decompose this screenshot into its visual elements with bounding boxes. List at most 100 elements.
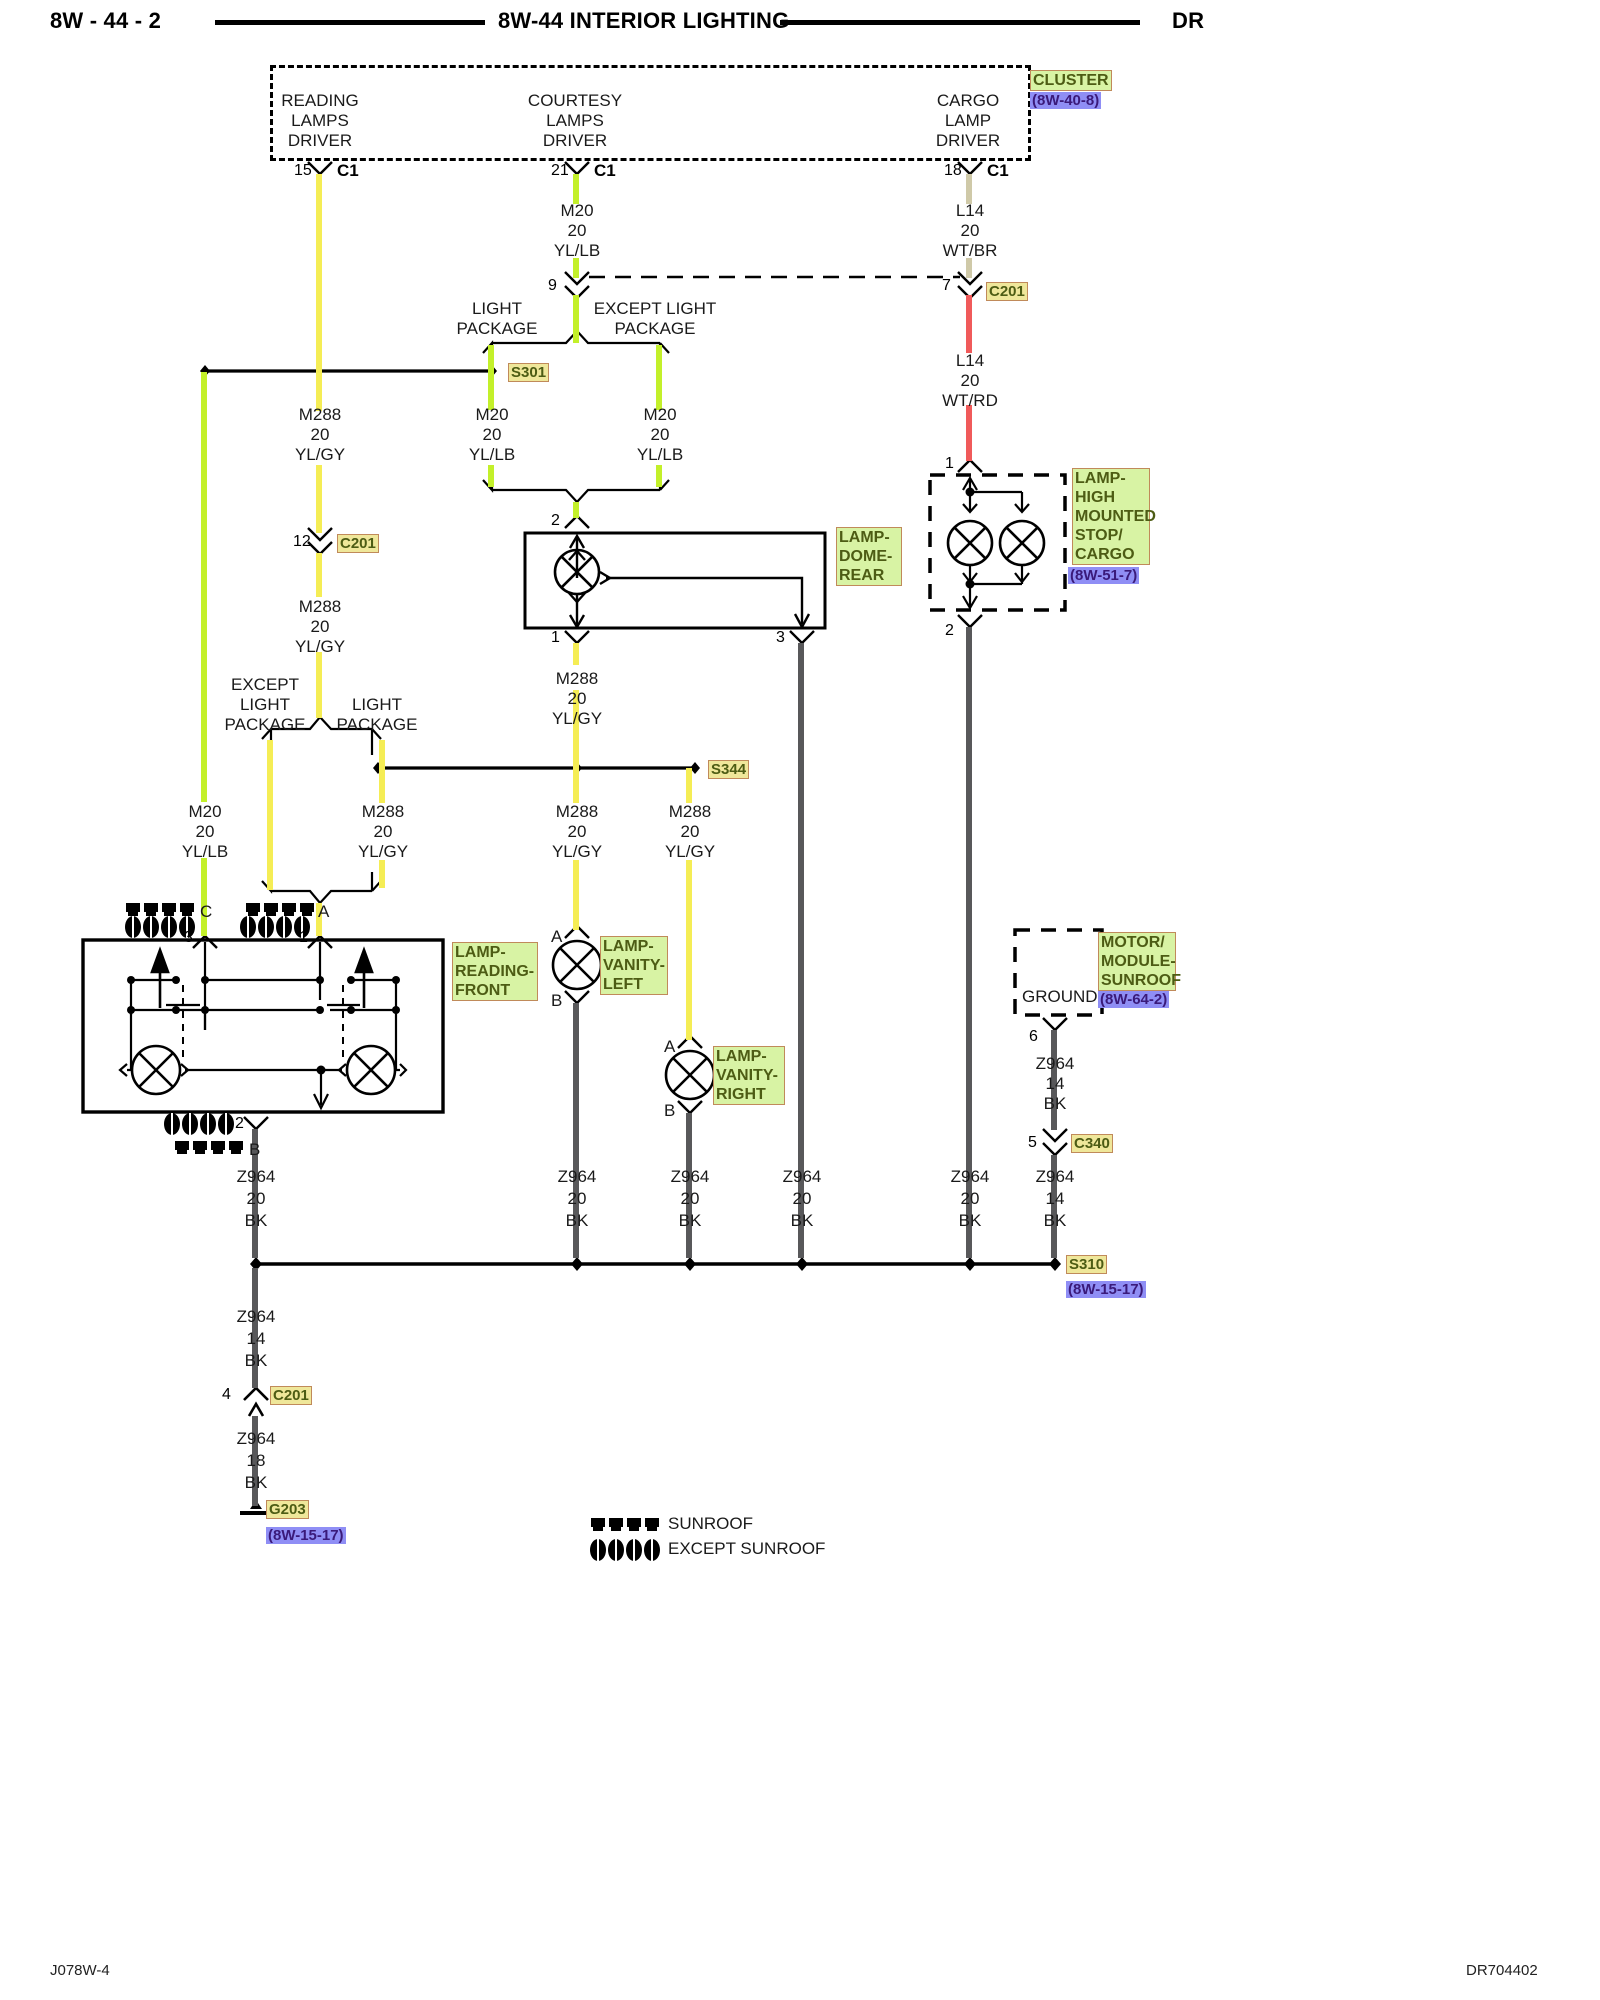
wire-vanr-top bbox=[686, 768, 692, 803]
wire-l14-seg1 bbox=[966, 174, 972, 204]
reading-except-pkg-3: PACKAGE bbox=[224, 715, 306, 734]
connector-c340-tag: C340 bbox=[1071, 1134, 1113, 1153]
wire-m20-seg2 bbox=[573, 258, 579, 278]
wire-gauge-m288-reading: 20 bbox=[373, 822, 393, 841]
wire-m20-seg1 bbox=[573, 174, 579, 204]
header-rule-left bbox=[215, 20, 485, 25]
splice-s310-tag: S310 bbox=[1066, 1255, 1108, 1274]
wire-color-m288-1: YL/GY bbox=[294, 445, 346, 464]
courtesy-lamps-driver-line-2: LAMPS bbox=[546, 111, 604, 130]
light-package-label-1: LIGHT bbox=[471, 299, 523, 318]
wire-id-gread: Z964 bbox=[236, 1167, 276, 1186]
reading-lamps-driver-line-2: LAMPS bbox=[291, 111, 349, 130]
wire-gauge-m20-top: 20 bbox=[567, 221, 587, 240]
wire-color-m20-top: YL/LB bbox=[553, 241, 601, 260]
wire-reading-m288-top bbox=[379, 740, 385, 768]
pin-dome-1: 1 bbox=[551, 629, 560, 646]
ground-g203-ref: (8W-15-17) bbox=[266, 1527, 346, 1544]
wire-m20-left-seg2 bbox=[201, 858, 207, 936]
pin-reading-1: 1 bbox=[299, 929, 308, 946]
reading-lamps-driver-line-3: DRIVER bbox=[287, 131, 353, 150]
wire-gauge-gread: 20 bbox=[246, 1189, 266, 1208]
wire-dome-pin2 bbox=[573, 502, 579, 518]
pin-7: 7 bbox=[942, 277, 951, 294]
wire-reading-pin1 bbox=[316, 903, 322, 936]
wire-exceptpkg-up bbox=[656, 345, 662, 410]
pin-dome-2: 2 bbox=[551, 512, 560, 529]
wire-color-gsun: BK bbox=[1043, 1094, 1067, 1113]
connector-c201-cargo-tag: C201 bbox=[986, 282, 1028, 301]
pin-c340-5: 5 bbox=[1028, 1134, 1037, 1151]
wire-gauge-m20-s301: 20 bbox=[482, 425, 502, 444]
wire-id-m20-top: M20 bbox=[560, 201, 594, 220]
cavity-icons-a bbox=[240, 903, 314, 938]
pin-vanr-b: B bbox=[664, 1101, 676, 1120]
wire-color-gdome: BK bbox=[790, 1211, 814, 1230]
pin-vanl-a: A bbox=[551, 927, 563, 946]
wire-gauge-gvanl: 20 bbox=[567, 1189, 587, 1208]
wire-m288-seg1b bbox=[316, 371, 322, 411]
pin-12: 12 bbox=[293, 533, 311, 550]
wire-m288-seg3 bbox=[316, 553, 322, 597]
motor-module-sunroof-tag: MOTOR/ MODULE- SUNROOF bbox=[1098, 932, 1181, 991]
courtesy-lamps-driver-line-1: COURTESY bbox=[527, 91, 623, 110]
cavity-letter-c: C bbox=[200, 902, 213, 921]
wire-id-gsun: Z964 bbox=[1035, 1054, 1075, 1073]
wire-l14-seg4 bbox=[966, 405, 972, 461]
except-light-package-label-1: EXCEPT LIGHT bbox=[593, 299, 717, 318]
reading-except-pkg-2: LIGHT bbox=[239, 695, 291, 714]
light-package-label-2: PACKAGE bbox=[456, 319, 538, 338]
lamp-dome-rear-tag: LAMP- DOME- REAR bbox=[836, 527, 902, 586]
wire-id-m288-1: M288 bbox=[298, 405, 342, 424]
cargo-lamp-driver-line-2: LAMP bbox=[944, 111, 992, 130]
wire-color-m288-2: YL/GY bbox=[294, 637, 346, 656]
lamp-vanity-left-tag: LAMP- VANITY- LEFT bbox=[600, 936, 668, 995]
wire-id-m20-s301: M20 bbox=[475, 405, 509, 424]
pin-21: 21 bbox=[551, 162, 569, 179]
pin-vanr-a: A bbox=[664, 1037, 676, 1056]
wire-m288-seg1 bbox=[316, 174, 322, 374]
pin-vanl-b: B bbox=[551, 991, 563, 1010]
reading-light-pkg-1: LIGHT bbox=[351, 695, 403, 714]
wire-id-m288-vanl: M288 bbox=[555, 802, 599, 821]
wire-gauge-gmain2: 18 bbox=[246, 1451, 266, 1470]
wire-color-l14-bot: WT/RD bbox=[942, 391, 998, 410]
wire-reading-m288-mid bbox=[379, 768, 385, 803]
cluster-outline bbox=[270, 65, 1031, 161]
wire-id-m288-2: M288 bbox=[298, 597, 342, 616]
wire-s301-to-brace bbox=[488, 465, 494, 487]
wire-id-gvanl: Z964 bbox=[557, 1167, 597, 1186]
footer-left-code: J078W-4 bbox=[50, 1962, 110, 1979]
wire-gauge-gmain1: 14 bbox=[246, 1329, 266, 1348]
wire-gauge-gsunb: 14 bbox=[1045, 1189, 1065, 1208]
wire-dome-out1 bbox=[573, 643, 579, 665]
wire-gauge-l14-top: 20 bbox=[960, 221, 980, 240]
wire-color-m20-s301: YL/LB bbox=[468, 445, 516, 464]
wire-id-gvanr: Z964 bbox=[670, 1167, 710, 1186]
wire-color-l14-top: WT/BR bbox=[942, 241, 998, 260]
wire-m20-left-seg1 bbox=[201, 372, 207, 802]
wire-id-gsunb: Z964 bbox=[1035, 1167, 1075, 1186]
connector-c201-m288-tag: C201 bbox=[337, 534, 379, 553]
connector-c1-cargo: C1 bbox=[987, 161, 1009, 180]
wire-color-gmain2: BK bbox=[244, 1473, 268, 1492]
wire-color-gvanr: BK bbox=[678, 1211, 702, 1230]
pin-hmsc-2: 2 bbox=[945, 622, 954, 639]
wire-ground-main1 bbox=[252, 1268, 258, 1388]
wire-gauge-m288-1: 20 bbox=[310, 425, 330, 444]
wire-id-m20-reading: M20 bbox=[188, 802, 222, 821]
wire-gauge-m288-vanr: 20 bbox=[680, 822, 700, 841]
wire-gauge-ghmsc: 20 bbox=[960, 1189, 980, 1208]
sunroof-ground-label: GROUND bbox=[1022, 987, 1098, 1006]
connector-c1-reading: C1 bbox=[337, 161, 359, 180]
wire-color-ghmsc: BK bbox=[958, 1211, 982, 1230]
legend-label-except-sunroof: EXCEPT SUNROOF bbox=[668, 1539, 826, 1558]
ground-g203-tag: G203 bbox=[266, 1500, 309, 1519]
wire-color-m20-reading: YL/LB bbox=[181, 842, 229, 861]
wire-vanl-top bbox=[573, 768, 579, 803]
pin-hmsc-1: 1 bbox=[945, 455, 954, 472]
wire-id-gmain2: Z964 bbox=[236, 1429, 276, 1448]
cavity-letter-b: B bbox=[249, 1140, 261, 1159]
wire-id-m288-dome: M288 bbox=[555, 669, 599, 688]
